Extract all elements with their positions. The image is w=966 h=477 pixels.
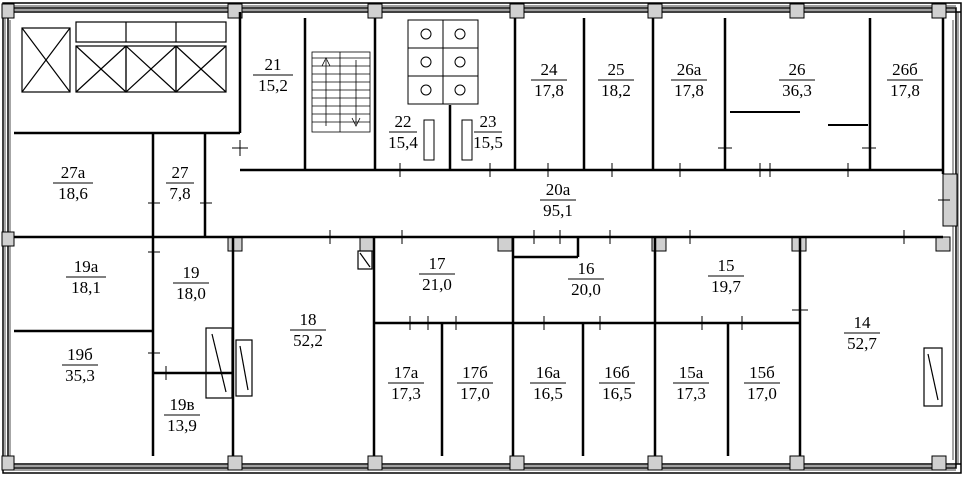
staircase bbox=[311, 51, 371, 133]
room-area: 15,2 bbox=[258, 76, 288, 95]
room-16: 16 20,0 bbox=[568, 259, 604, 299]
room-number: 21 bbox=[265, 55, 282, 74]
room-area: 18,0 bbox=[176, 284, 206, 303]
room-14: 14 52,7 bbox=[844, 313, 880, 353]
room-area: 15,5 bbox=[473, 133, 503, 152]
room-19v: 19в 13,9 bbox=[164, 395, 200, 435]
room-number: 26а bbox=[677, 60, 702, 79]
room-number: 17 bbox=[429, 254, 447, 273]
room-21: 21 15,2 bbox=[253, 55, 293, 95]
room-16b: 16б 16,5 bbox=[599, 363, 635, 403]
elevator-shafts bbox=[21, 21, 227, 93]
room-number: 22 bbox=[395, 112, 412, 131]
room-number: 19в bbox=[169, 395, 194, 414]
room-area: 17,3 bbox=[391, 384, 421, 403]
room-25: 25 18,2 bbox=[598, 60, 634, 100]
room-number: 19а bbox=[74, 257, 99, 276]
room-area: 17,0 bbox=[460, 384, 490, 403]
room-16a: 16а 16,5 bbox=[530, 363, 566, 403]
room-number: 27а bbox=[61, 163, 86, 182]
room-15a: 15а 17,3 bbox=[673, 363, 709, 403]
room-area: 16,5 bbox=[602, 384, 632, 403]
room-number: 26б bbox=[892, 60, 918, 79]
room-24: 24 17,8 bbox=[531, 60, 567, 100]
room-number: 14 bbox=[854, 313, 872, 332]
room-area: 36,3 bbox=[782, 81, 812, 100]
room-number: 26 bbox=[789, 60, 806, 79]
room-number: 16 bbox=[578, 259, 595, 278]
room-20a: 20а 95,1 bbox=[540, 180, 576, 220]
room-19: 19 18,0 bbox=[173, 263, 209, 303]
room-area: 17,0 bbox=[747, 384, 777, 403]
ventilation-shafts bbox=[205, 250, 943, 407]
room-19a: 19а 18,1 bbox=[66, 257, 106, 297]
room-area: 18,2 bbox=[601, 81, 631, 100]
room-labels: 21 15,2 22 15,4 23 15,5 24 17,8 25 18,2 26а 17,8 26 3… bbox=[53, 55, 923, 435]
room-number: 17б bbox=[462, 363, 488, 382]
room-number: 25 bbox=[608, 60, 625, 79]
room-number: 27 bbox=[172, 163, 190, 182]
room-area: 15,4 bbox=[388, 133, 418, 152]
room-22: 22 15,4 bbox=[388, 112, 418, 152]
room-area: 17,8 bbox=[674, 81, 704, 100]
room-23: 23 15,5 bbox=[473, 112, 503, 152]
room-number: 19 bbox=[183, 263, 200, 282]
room-27: 277,8 bbox=[166, 163, 194, 203]
room-number: 23 bbox=[480, 112, 497, 131]
interior-walls bbox=[14, 12, 945, 456]
room-number: 15а bbox=[679, 363, 704, 382]
room-number: 16а bbox=[536, 363, 561, 382]
room-number: 16б bbox=[604, 363, 630, 382]
toilet-fixtures bbox=[407, 19, 479, 161]
room-area: 95,1 bbox=[543, 201, 573, 220]
room-15: 15 19,7 bbox=[708, 256, 744, 296]
room-area: 19,7 bbox=[711, 277, 741, 296]
room-26b: 26б 17,8 bbox=[887, 60, 923, 100]
room-26: 26 36,3 bbox=[779, 60, 815, 100]
room-26a: 26а 17,8 bbox=[671, 60, 707, 100]
room-area: 18,6 bbox=[58, 184, 88, 203]
room-area: 18,1 bbox=[71, 278, 101, 297]
room-15b: 15б 17,0 bbox=[744, 363, 780, 403]
room-number: 18 bbox=[300, 310, 317, 329]
room-area: 7,8 bbox=[169, 184, 190, 203]
door-marks bbox=[148, 140, 950, 380]
room-number: 19б bbox=[67, 345, 93, 364]
room-number: 24 bbox=[541, 60, 559, 79]
room-19b: 19б 35,3 bbox=[62, 345, 98, 385]
room-area: 35,3 bbox=[65, 366, 95, 385]
room-number: 15 bbox=[718, 256, 735, 275]
room-17b: 17б 17,0 bbox=[457, 363, 493, 403]
room-number: 15б bbox=[749, 363, 775, 382]
room-area: 17,8 bbox=[890, 81, 920, 100]
room-area: 20,0 bbox=[571, 280, 601, 299]
room-area: 16,5 bbox=[533, 384, 563, 403]
room-area: 52,7 bbox=[847, 334, 877, 353]
room-number: 20а bbox=[546, 180, 571, 199]
room-18: 18 52,2 bbox=[290, 310, 326, 350]
room-17a: 17а 17,3 bbox=[388, 363, 424, 403]
room-area: 52,2 bbox=[293, 331, 323, 350]
room-area: 21,0 bbox=[422, 275, 452, 294]
room-27a: 27а 18,6 bbox=[53, 163, 93, 203]
partitions bbox=[730, 111, 868, 126]
room-area: 17,3 bbox=[676, 384, 706, 403]
room-number: 17а bbox=[394, 363, 419, 382]
room-17: 17 21,0 bbox=[419, 254, 455, 294]
room-area: 13,9 bbox=[167, 416, 197, 435]
room-area: 17,8 bbox=[534, 81, 564, 100]
